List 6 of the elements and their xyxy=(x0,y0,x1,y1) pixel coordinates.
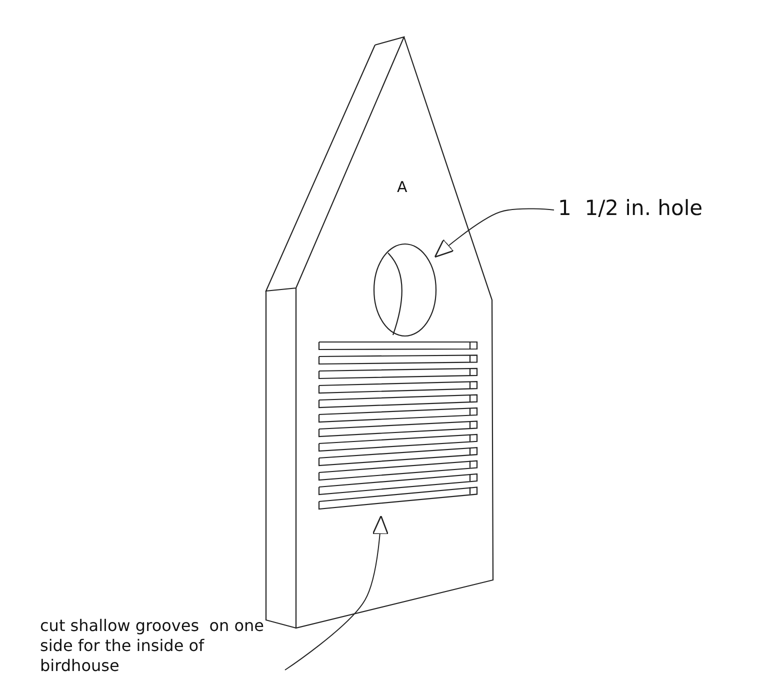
leader-line xyxy=(284,515,388,670)
leader-line xyxy=(434,208,554,258)
callout-text: cut shallow grooves on one side for the inside of birdhouse xyxy=(40,616,265,676)
callout-text: 1 1/2 in. hole xyxy=(558,195,704,222)
part-label: A xyxy=(397,178,408,196)
entrance-hole xyxy=(373,243,437,337)
